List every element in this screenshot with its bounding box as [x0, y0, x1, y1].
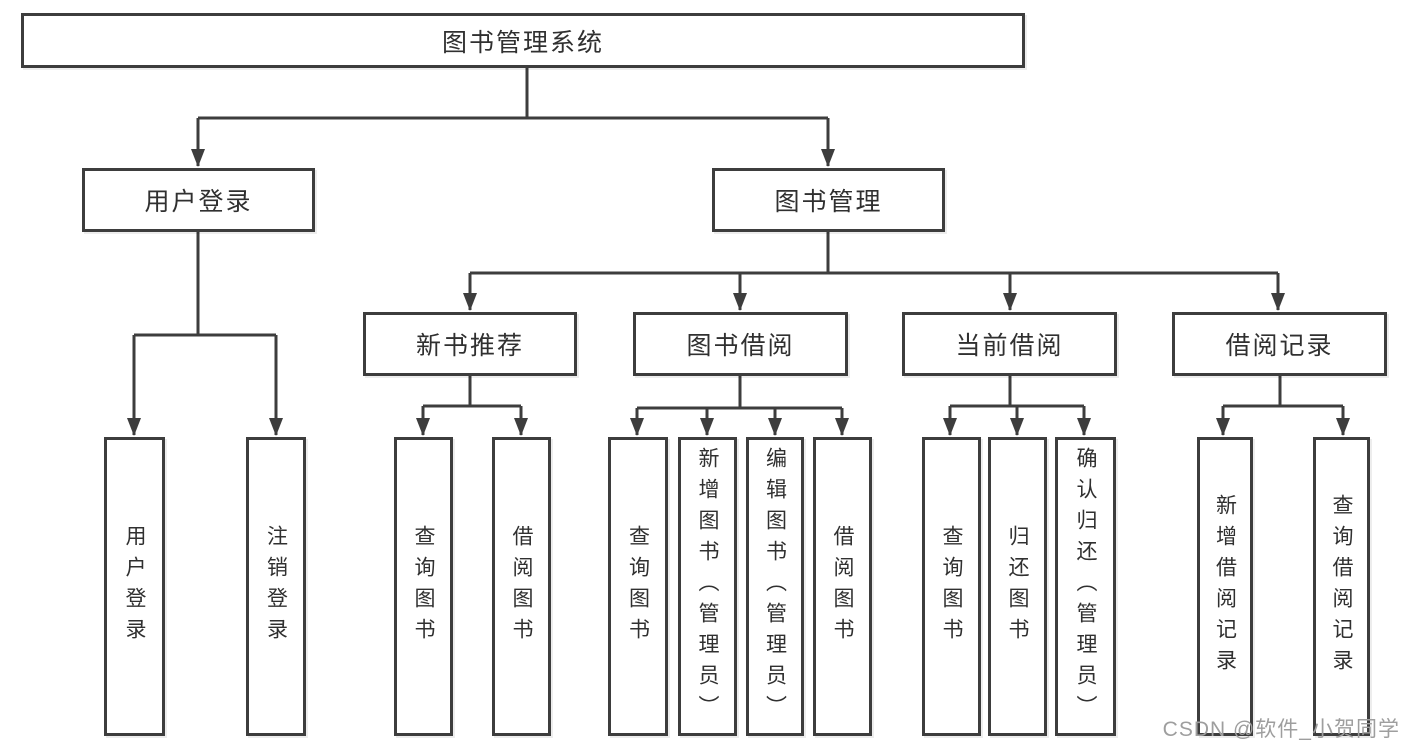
node-query-borrow-record: 查询借阅记录 [1313, 437, 1370, 736]
node-add-borrow-record-label: 新增借阅记录 [1213, 493, 1237, 680]
connector-user-login-children [127, 230, 283, 436]
node-borrow-books-label: 借阅图书 [831, 524, 854, 649]
node-borrow-books-rec: 借阅图书 [492, 437, 551, 736]
node-add-books-admin: 新增图书（管理员） [678, 437, 737, 736]
node-query-books-current-label: 查询图书 [940, 524, 963, 649]
node-add-borrow-record: 新增借阅记录 [1197, 437, 1253, 736]
connector-borrow-records-children [1216, 374, 1350, 436]
node-edit-books-admin-label: 编辑图书（管理员） [763, 447, 787, 726]
node-user-login-leaf-label: 用户登录 [123, 524, 146, 649]
node-query-books-borrow: 查询图书 [608, 437, 668, 736]
connector-root-to-level2 [191, 66, 835, 167]
node-add-books-admin-label: 新增图书（管理员） [696, 447, 719, 726]
node-root: 图书管理系统 [21, 13, 1025, 68]
node-confirm-return-admin: 确认归还（管理员） [1055, 437, 1116, 736]
node-query-books-borrow-label: 查询图书 [626, 524, 650, 649]
node-return-books: 归还图书 [988, 437, 1047, 736]
node-user-login-leaf: 用户登录 [104, 437, 165, 736]
connector-book-borrow-children [630, 374, 849, 436]
node-current-borrow: 当前借阅 [902, 312, 1117, 376]
node-new-book-rec: 新书推荐 [363, 312, 577, 376]
node-query-books-current: 查询图书 [922, 437, 981, 736]
node-query-books-rec-label: 查询图书 [412, 524, 435, 649]
node-logout: 注销登录 [246, 437, 306, 736]
node-borrow-books-rec-label: 借阅图书 [510, 524, 533, 649]
connector-new-book-rec-children [416, 374, 528, 436]
node-confirm-return-admin-label: 确认归还（管理员） [1074, 447, 1097, 726]
node-return-books-label: 归还图书 [1006, 524, 1029, 649]
node-borrow-books: 借阅图书 [813, 437, 872, 736]
node-book-borrow: 图书借阅 [633, 312, 848, 376]
node-query-books-rec: 查询图书 [394, 437, 453, 736]
node-borrow-records: 借阅记录 [1172, 312, 1387, 376]
connector-current-borrow-children [943, 374, 1091, 436]
node-edit-books-admin: 编辑图书（管理员） [746, 437, 804, 736]
connector-book-mgmt-children [463, 230, 1285, 311]
node-user-login: 用户登录 [82, 168, 315, 232]
node-book-mgmt: 图书管理 [712, 168, 945, 232]
csdn-watermark: CSDN @软件_小贺同学 [1162, 718, 1400, 741]
node-query-borrow-record-label: 查询借阅记录 [1330, 493, 1353, 680]
node-logout-label: 注销登录 [264, 524, 288, 649]
